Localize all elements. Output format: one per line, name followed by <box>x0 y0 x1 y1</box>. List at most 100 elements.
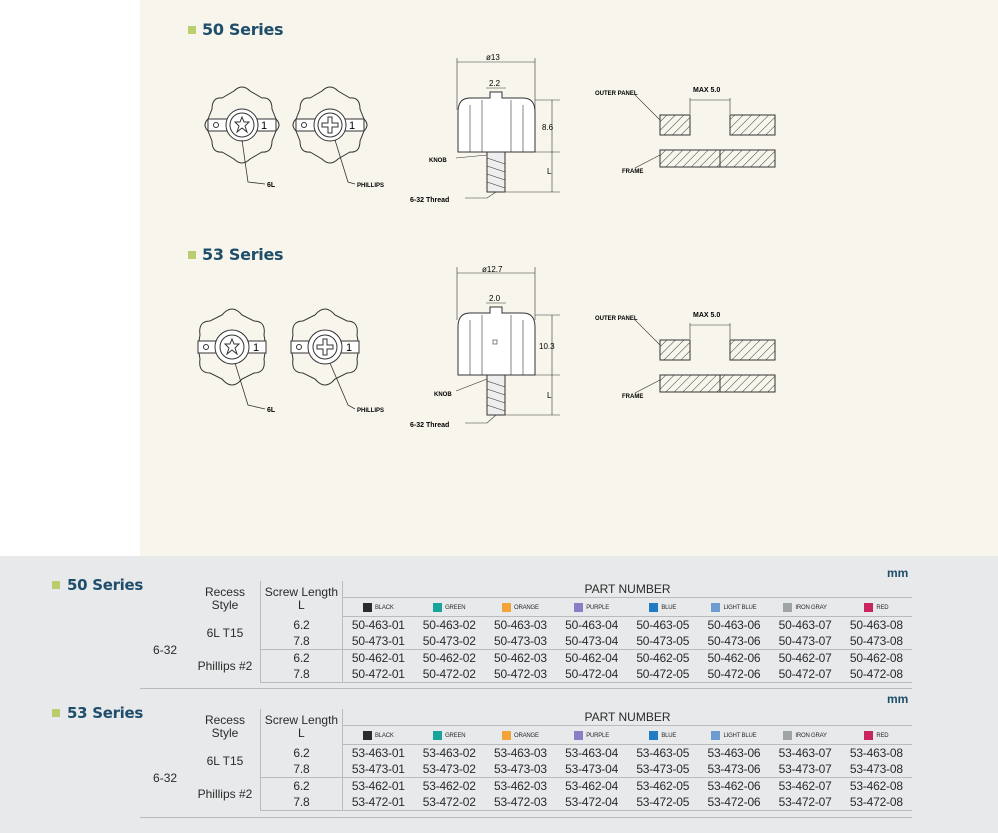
color-name: BLACK <box>374 732 394 739</box>
drawings-panel <box>140 0 998 556</box>
color-header-cell: RED <box>840 725 912 745</box>
part-number-cell: 50-472-02 <box>413 666 485 683</box>
col-recess-header: Recess Style <box>190 709 261 745</box>
color-header-cell: LIGHT BLUE <box>698 725 770 745</box>
height-label: 10.3 <box>539 342 555 351</box>
outer-panel-label: OUTER PANEL <box>595 91 638 97</box>
label-phillips: PHILLIPS <box>357 408 384 414</box>
part-number-cell: 50-473-07 <box>769 633 841 650</box>
part-number-cell: 53-472-05 <box>627 794 699 811</box>
screw-length: 6.2 <box>260 649 344 666</box>
color-name: PURPLE <box>586 604 609 611</box>
color-name: BLUE <box>661 732 677 739</box>
screw-length: 7.8 <box>260 633 344 650</box>
color-header-cell: PURPLE <box>556 597 628 617</box>
part-number-header: PART NUMBER <box>342 581 912 598</box>
table-divider <box>140 817 912 818</box>
part-number-cell: 53-473-07 <box>769 761 841 778</box>
color-name: RED <box>876 604 889 611</box>
unit-label: mm <box>887 692 909 706</box>
recess-style: Phillips #2 <box>190 777 261 811</box>
part-number-header: PART NUMBER <box>342 709 912 726</box>
panel-mount-diagram-icon <box>634 319 776 394</box>
color-swatch-icon <box>574 730 584 740</box>
knob-side-view-icon <box>455 58 560 199</box>
part-number-cell: 53-463-04 <box>565 746 619 760</box>
part-number-cell: 53-472-03 <box>484 794 557 811</box>
part-number-cell: 53-473-05 <box>627 761 699 778</box>
part-number-cell: 50-463-06 <box>707 618 761 632</box>
bullet-square-icon <box>188 250 196 259</box>
part-number-cell: 53-462-06 <box>707 779 761 793</box>
color-name: IRON GRAY <box>795 604 827 611</box>
part-number-cell: 50-473-02 <box>413 633 485 650</box>
part-number-cell: 50-472-06 <box>698 666 770 683</box>
color-name: GREEN <box>445 732 466 739</box>
drawing-53-series: 1 1 6L PHILLIPS ø12.7 2.0 10. <box>197 265 776 429</box>
knob-top-6l-icon <box>197 308 267 386</box>
color-swatch-icon <box>362 730 372 740</box>
col-length-header: Screw Length L <box>260 709 344 745</box>
knob-top-phillips-icon <box>290 308 360 386</box>
thread-label: 6-32 Thread <box>410 197 449 204</box>
unit-label: mm <box>887 566 909 580</box>
part-number-cell: 53-473-02 <box>413 761 485 778</box>
series-title: 50 Series <box>202 20 284 39</box>
part-number-cell: 53-463-07 <box>778 746 832 760</box>
color-header-cell: BLACK <box>342 597 414 617</box>
slot-label: 2.2 <box>489 79 501 88</box>
part-number-cell: 50-473-08 <box>840 633 912 650</box>
part-number-cell: 50-473-04 <box>556 633 628 650</box>
part-number-cell: 53-472-07 <box>769 794 841 811</box>
part-number-cell: 50-473-05 <box>627 633 699 650</box>
bullet-square-icon <box>52 581 60 589</box>
drawing-50-series: 1 1 6L PHILLIPS ø13 2.2 8 <box>204 53 776 204</box>
part-number-cell: 50-463-08 <box>849 618 903 632</box>
part-number-cell: 53-462-04 <box>565 779 619 793</box>
color-name: GREEN <box>445 604 466 611</box>
max-label: MAX 5.0 <box>693 87 720 94</box>
length-label: L <box>547 167 552 176</box>
color-name: BLUE <box>661 604 677 611</box>
max-label: MAX 5.0 <box>693 312 720 319</box>
knob-label: KNOB <box>429 158 447 164</box>
knob-top-6l-icon <box>204 86 280 164</box>
part-number-cell: 50-463-07 <box>778 618 832 632</box>
color-swatch-icon <box>783 730 793 740</box>
recess-style: 6L T15 <box>190 616 261 650</box>
col-length-header: Screw Length L <box>260 581 344 617</box>
part-number-cell: 53-473-04 <box>556 761 628 778</box>
color-swatch-icon <box>502 730 512 740</box>
part-number-cell: 50-472-01 <box>342 666 414 683</box>
part-number-cell: 50-462-06 <box>707 651 761 665</box>
screw-length: 7.8 <box>260 761 344 778</box>
color-swatch-icon <box>711 730 721 740</box>
color-swatch-icon <box>574 602 584 612</box>
part-number-cell: 53-473-08 <box>840 761 912 778</box>
color-name: BLACK <box>374 604 394 611</box>
color-header-cell: ORANGE <box>484 725 557 745</box>
table-title-53: 53 Series <box>52 704 143 722</box>
thread-size: 6-32 <box>153 770 178 785</box>
part-number-cell: 53-472-02 <box>413 794 485 811</box>
part-number-cell: 50-472-04 <box>556 666 628 683</box>
thread-size: 6-32 <box>153 642 178 657</box>
knob-mark: 1 <box>261 120 267 132</box>
part-number-cell: 53-462-01 <box>351 779 405 793</box>
part-number-cell: 50-473-01 <box>342 633 414 650</box>
part-number-cell: 50-463-01 <box>351 618 405 632</box>
color-swatch-icon <box>649 730 659 740</box>
color-name: LIGHT BLUE <box>723 732 757 739</box>
color-name: LIGHT BLUE <box>723 604 757 611</box>
part-number-cell: 50-462-08 <box>849 651 903 665</box>
knob-label: KNOB <box>434 392 452 398</box>
color-name: RED <box>876 732 889 739</box>
color-name: ORANGE <box>514 732 539 739</box>
label-6l: 6L <box>267 407 276 414</box>
part-number-cell: 50-463-03 <box>493 618 547 632</box>
color-header-cell: PURPLE <box>556 725 628 745</box>
color-header-cell: LIGHT BLUE <box>698 597 770 617</box>
panel-mount-diagram-icon <box>634 94 776 169</box>
table-title: 50 Series <box>67 576 144 594</box>
